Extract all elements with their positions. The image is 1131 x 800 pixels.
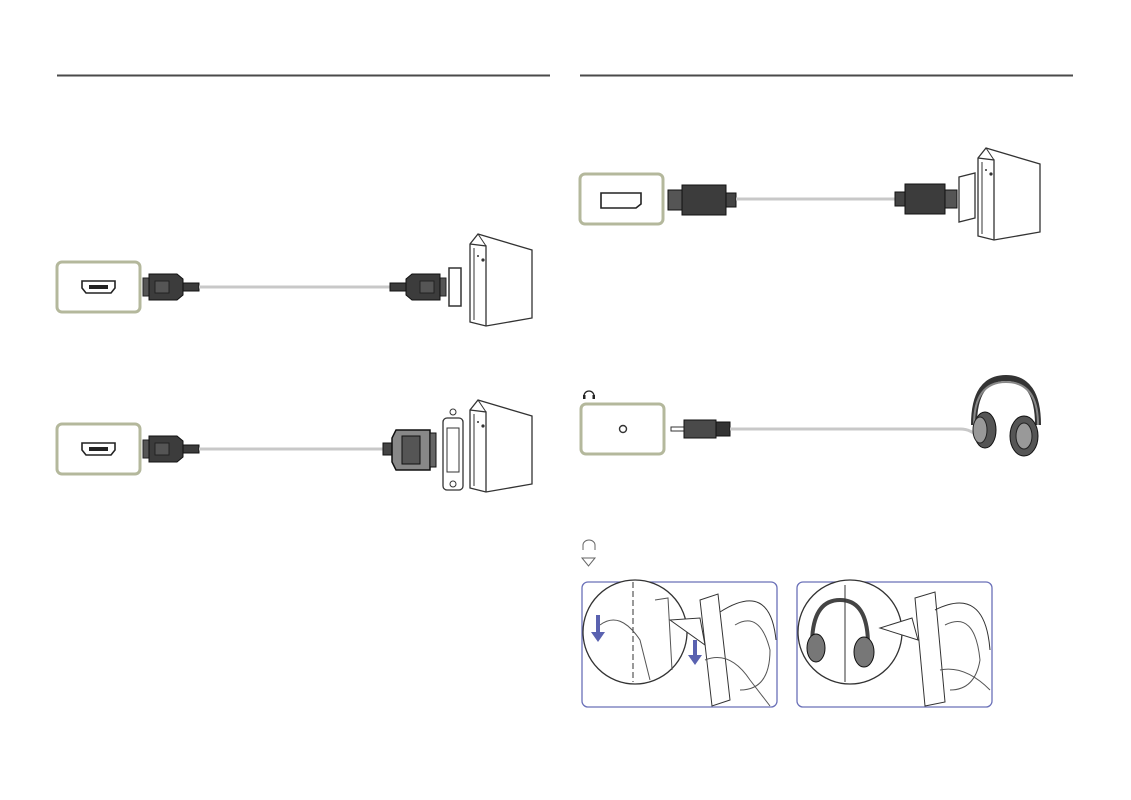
hdmi-to-dvi-diagram <box>55 399 533 493</box>
hdmi-plug-monitor <box>142 435 200 463</box>
headphone-diagram <box>579 374 1041 708</box>
hdmi-to-hdmi-diagram <box>55 233 533 327</box>
hanger-step-1-illustration <box>581 579 778 708</box>
audio-jack <box>618 424 628 434</box>
dp-plug-pc <box>894 183 958 215</box>
pc-icon <box>469 399 533 493</box>
dp-plug-monitor <box>667 184 737 216</box>
displayport-port-icon <box>600 192 642 209</box>
down-arrow-icon <box>591 615 605 642</box>
hdmi-port-icon <box>81 442 116 456</box>
pc-icon <box>977 147 1041 241</box>
hdmi-plug-monitor <box>142 273 200 301</box>
audio-plug <box>670 419 731 439</box>
dvi-port <box>442 408 464 491</box>
down-arrow-icon <box>688 640 702 665</box>
hanger-step-2-illustration <box>796 579 993 708</box>
headphone-jack-icon <box>583 390 595 399</box>
headphones-icon <box>971 374 1041 457</box>
headphone-hanger-icon <box>580 539 597 567</box>
hdmi-port-icon <box>81 280 116 294</box>
hdmi-plug-pc <box>389 273 447 301</box>
dvi-plug <box>382 429 437 471</box>
displayport-diagram <box>578 147 1041 241</box>
pc-icon <box>469 233 533 327</box>
displayport-port-frame <box>578 172 665 226</box>
